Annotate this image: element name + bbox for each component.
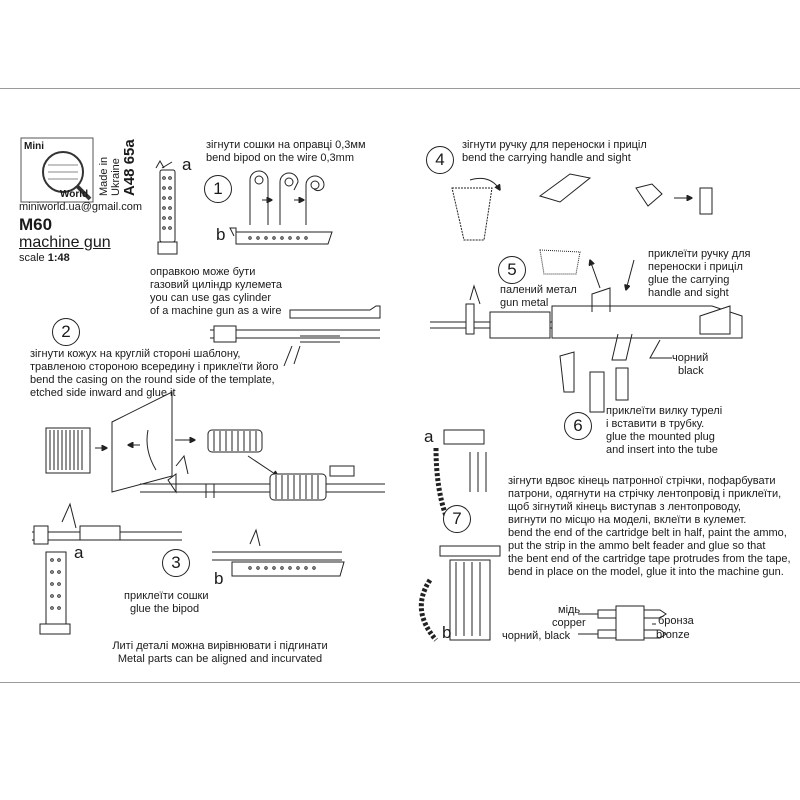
note1-line4: of a machine gun as a wire xyxy=(150,305,282,317)
bipod-part-a xyxy=(156,161,177,254)
step7-line7: the bent end of the cartridge tape protr… xyxy=(508,553,791,565)
step1-number: 1 xyxy=(204,175,232,203)
gun-front-casing xyxy=(140,456,385,500)
step5-gunmetal-uk: палений метал xyxy=(500,284,577,296)
gas-cylinder-barrel xyxy=(210,306,380,366)
ammo-belt-a xyxy=(436,430,486,516)
scale-label: scale 1:48 xyxy=(19,252,70,265)
made-in-vertical: Made in Ukraine xyxy=(98,157,122,196)
step6-number: 6 xyxy=(564,412,592,440)
step2-line1: зігнути кожух на круглій стороні шаблону… xyxy=(30,348,241,360)
color-copper-uk: мідь xyxy=(558,604,581,616)
bipod-bending-sequence xyxy=(250,171,324,225)
step7-letter-a: a xyxy=(424,427,434,446)
step3-en: glue the bipod xyxy=(130,603,200,615)
bottom-rule xyxy=(0,682,800,683)
logo-text-top: Mini xyxy=(24,141,44,152)
note3-en: Metal parts can be aligned and incurvate… xyxy=(117,653,323,665)
step7-line1: зігнути вдвоє кінець патронної стрічки, … xyxy=(508,475,776,487)
code-line1: A48 xyxy=(121,168,138,196)
step5-right-line2: переноски і приціл xyxy=(648,261,743,273)
step3-uk: приклеїти сошки xyxy=(124,590,209,602)
scale-value: 1:48 xyxy=(47,252,70,264)
step7-number: 7 xyxy=(443,505,471,533)
step2-line3: bend the casing on the round side of the… xyxy=(30,374,275,386)
note1-line2: газовий циліндр кулемета xyxy=(150,279,283,291)
note3-uk: Литі деталі можна вирівнювати і підгинат… xyxy=(112,640,328,652)
step5-gunmetal-en: gun metal xyxy=(500,297,549,309)
step2-line2: травленою стороною всередину і приклеїти… xyxy=(30,361,279,373)
step5-right-line4: handle and sight xyxy=(648,287,729,299)
step3-number: 3 xyxy=(162,549,190,577)
step7-line6: put the strip in the ammo belt feader an… xyxy=(508,540,766,552)
model-subtitle: machine gun xyxy=(19,234,111,251)
step6-line1: приклеїти вилку турелі xyxy=(606,405,723,417)
bipod-part-b xyxy=(230,228,332,244)
step2-number: 2 xyxy=(52,318,80,346)
note1-line3: you can use gas cylinder xyxy=(150,292,272,304)
step6-line3: glue the mounted plug xyxy=(606,431,715,443)
step7-line4: вигнути по місцю на моделі, вклеїти в ку… xyxy=(508,514,747,526)
step5-right-line1: приклеїти ручку для xyxy=(648,248,751,260)
step4-en: bend the carrying handle and sight xyxy=(462,152,631,164)
color-black: чорний, black xyxy=(502,630,571,642)
logo-text-bottom: World xyxy=(60,189,89,200)
step7-line5: bend the end of the cartridge belt in ha… xyxy=(508,527,787,539)
turret-plug xyxy=(560,352,628,412)
mini-world-logo xyxy=(21,138,93,202)
code-line2: 65a xyxy=(121,139,138,165)
step3-letter-a: a xyxy=(74,543,84,562)
step1-letter-b: b xyxy=(216,225,226,244)
color-bronze-uk: бронза xyxy=(658,615,694,627)
step5-right-line3: glue the carrying xyxy=(648,274,730,286)
model-title: M60 xyxy=(19,215,53,234)
carrying-handle-bending xyxy=(452,174,712,240)
top-rule xyxy=(0,88,800,89)
step6-line2: і вставити в трубку. xyxy=(606,418,705,430)
step5-black-en: black xyxy=(678,365,704,377)
casing-template xyxy=(46,392,278,492)
note1-line1: оправкою може бути xyxy=(150,266,256,278)
cartridge-color-diagram xyxy=(578,606,666,640)
color-copper-en: copper xyxy=(552,617,586,629)
step4-number: 4 xyxy=(426,146,454,174)
step3-letter-b: b xyxy=(214,569,224,588)
step6-line4: and insert into the tube xyxy=(606,444,718,456)
step1-uk: зігнути сошки на оправці 0,3мм xyxy=(206,139,366,151)
step7-letter-b: b xyxy=(442,623,452,642)
color-bronze-en: bronze xyxy=(656,629,690,641)
step5-black-uk: чорний xyxy=(672,352,709,364)
bipod-mount-a xyxy=(32,504,182,634)
ammo-belt-b xyxy=(421,546,500,640)
step7-line2: патрони, одягнути на стрічку лентопровід… xyxy=(508,488,782,500)
step1-letter-a: a xyxy=(182,155,192,174)
step4-uk: зігнути ручку для переноски і приціл xyxy=(462,139,647,151)
step7-line3: щоб зігнутий кінець виступав з лентопров… xyxy=(508,501,741,513)
step7-line8: bend in place on the model, glue it into… xyxy=(508,566,784,578)
main-gun-assembly xyxy=(430,250,742,360)
code-vertical: A48 65a xyxy=(121,139,138,196)
bipod-mount-b xyxy=(212,530,344,576)
email-text: miniworld.ua@gmail.com xyxy=(19,201,143,213)
step1-en: bend bipod on the wire 0,3mm xyxy=(206,152,354,164)
made-in-line1: Made in xyxy=(98,156,110,196)
scale-prefix: scale xyxy=(19,252,45,264)
step2-line4: etched side inward and glue it xyxy=(30,387,176,399)
step5-number: 5 xyxy=(498,256,526,284)
